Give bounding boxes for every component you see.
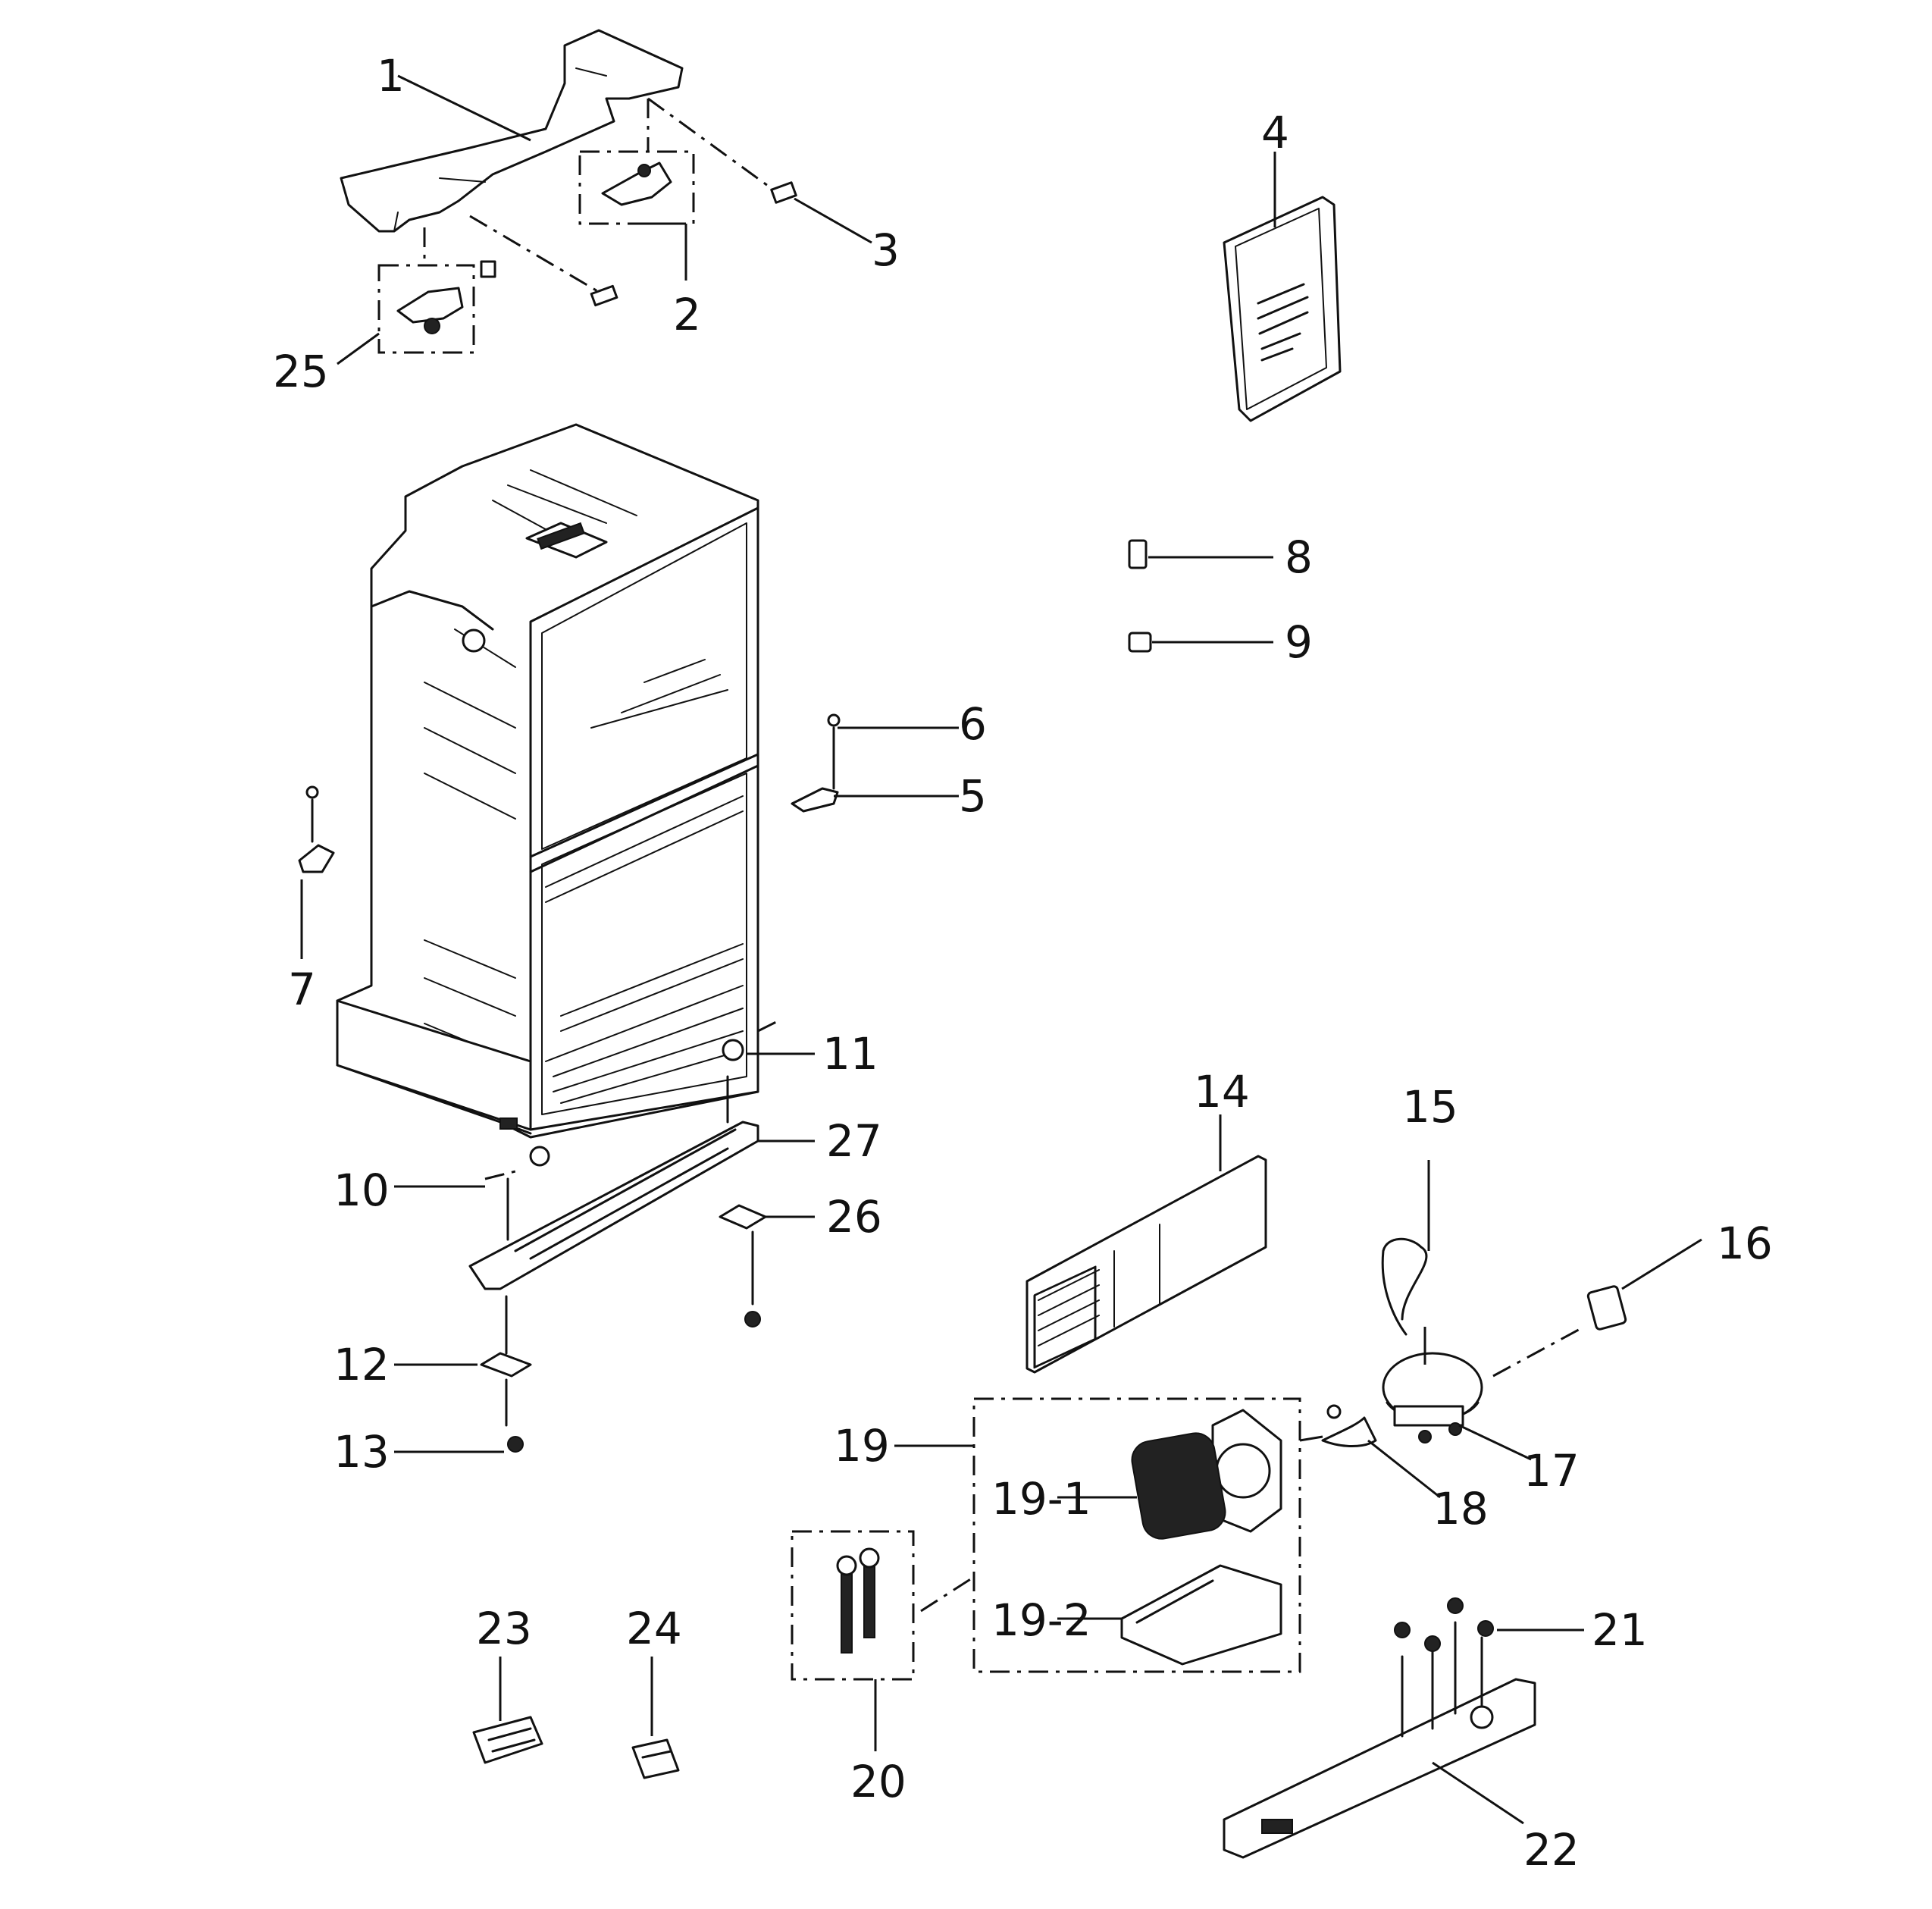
callout-26: 26 [826, 1191, 882, 1243]
callout-20: 20 [850, 1756, 907, 1807]
sub-board [631, 1738, 680, 1779]
callout-19: 19 [834, 1420, 890, 1472]
callout-5: 5 [959, 770, 987, 822]
small-clip [1128, 539, 1148, 569]
cover-plate [1223, 196, 1342, 422]
back-cover-grille [1025, 1155, 1267, 1374]
callout-11: 11 [822, 1028, 878, 1080]
callout-15: 15 [1402, 1081, 1458, 1133]
callout-4: 4 [1261, 107, 1289, 158]
callout-25: 25 [273, 346, 329, 397]
compressor [1381, 1237, 1483, 1444]
callout-10: 10 [333, 1165, 390, 1216]
callout-6: 6 [959, 698, 987, 750]
callout-18: 18 [1433, 1483, 1489, 1534]
callout-14: 14 [1194, 1066, 1250, 1118]
hinge-shim-left [590, 284, 618, 307]
callout-2: 2 [673, 289, 701, 340]
callout-17: 17 [1523, 1445, 1580, 1497]
callout-1: 1 [377, 50, 405, 102]
condenser-fan-box [972, 1397, 1301, 1673]
callout-19-1: 19-1 [991, 1473, 1091, 1525]
callout-27: 27 [826, 1115, 882, 1167]
left-hinge-box [377, 260, 496, 354]
control-board [472, 1716, 543, 1764]
roller-right [722, 1018, 781, 1061]
screw-box [791, 1530, 915, 1681]
leveling-plate-left [480, 1295, 532, 1453]
callout-19-2: 19-2 [991, 1594, 1091, 1646]
adjust-screw [484, 1146, 550, 1180]
callout-21: 21 [1592, 1604, 1648, 1656]
door-stop [791, 713, 841, 813]
refrigerator-cabinet [336, 423, 759, 1139]
small-cap [1128, 632, 1152, 653]
callout-7: 7 [288, 964, 316, 1015]
callout-12: 12 [333, 1339, 390, 1390]
compressor-base-plate [1223, 1597, 1536, 1859]
callout-13: 13 [333, 1426, 390, 1478]
callout-24: 24 [626, 1603, 682, 1654]
leveling-plate-right [719, 1204, 767, 1328]
relay-connector [1586, 1285, 1627, 1331]
callout-9: 9 [1285, 616, 1313, 668]
top-hinge-cover [340, 29, 684, 233]
callout-23: 23 [476, 1603, 532, 1654]
callout-8: 8 [1285, 531, 1313, 583]
right-hinge-box [578, 150, 695, 225]
lower-hinge [298, 785, 335, 873]
callout-22: 22 [1523, 1824, 1580, 1876]
callout-16: 16 [1717, 1218, 1773, 1269]
overload-cover [1321, 1404, 1377, 1447]
callout-3: 3 [872, 224, 900, 276]
hinge-shim [770, 181, 797, 204]
